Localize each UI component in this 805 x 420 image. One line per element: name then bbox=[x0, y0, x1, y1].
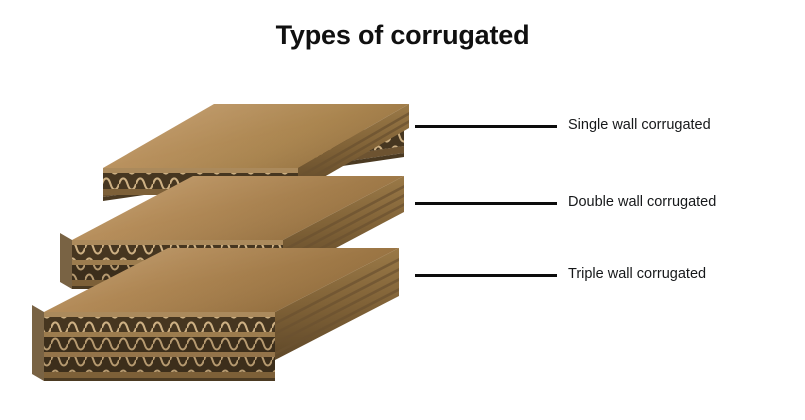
label-triple-wall: Triple wall corrugated bbox=[568, 266, 707, 282]
label-double-wall: Double wall corrugated bbox=[568, 194, 717, 210]
single-wall-flute-edge-left bbox=[80, 168, 103, 195]
triple-wall-left-edge bbox=[32, 305, 44, 381]
double-wall-left-edge bbox=[60, 233, 72, 289]
board-single-wall bbox=[80, 104, 409, 201]
label-single-wall: Single wall corrugated bbox=[568, 117, 711, 133]
leader-line-double-wall bbox=[415, 202, 557, 205]
leader-line-triple-wall bbox=[415, 274, 557, 277]
page-title: Types of corrugated bbox=[275, 20, 530, 50]
leader-line-single-wall bbox=[415, 125, 557, 128]
board-triple-wall bbox=[32, 248, 399, 381]
triple-wall-flute-edge bbox=[44, 312, 275, 381]
